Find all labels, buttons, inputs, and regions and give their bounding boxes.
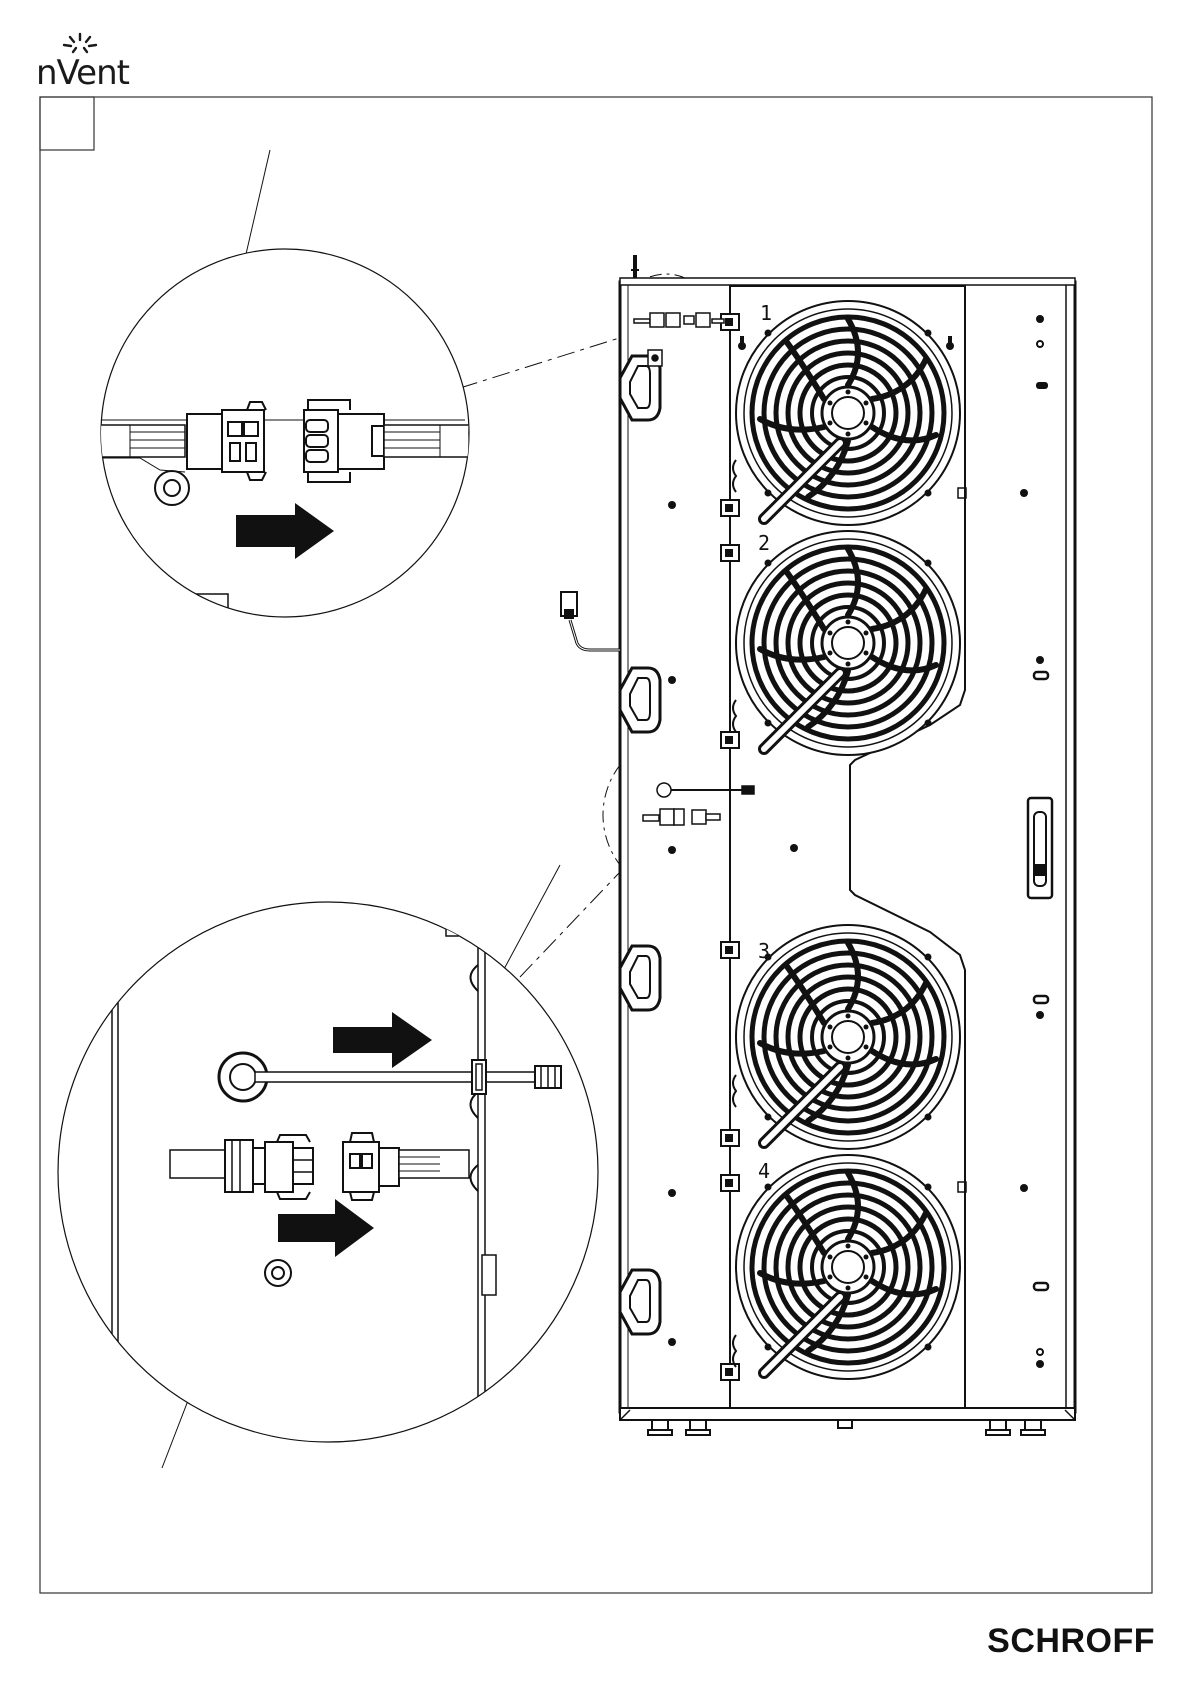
detail-view-bottom (58, 902, 598, 1442)
clip-icon (721, 500, 739, 516)
fan-number-1: 1 (760, 301, 772, 325)
fan-1-icon (736, 301, 960, 525)
connector-icon (187, 402, 266, 480)
handle-icon (620, 668, 660, 732)
clip-icon (721, 1175, 739, 1191)
corner-box (40, 97, 94, 150)
fan-cabinet: 1 2 3 4 (561, 255, 1075, 1435)
handle-icon (620, 1270, 660, 1334)
handle-icon (620, 946, 660, 1010)
network-cable-icon (561, 592, 620, 650)
detail-view-top (100, 249, 469, 640)
fan-2-icon (736, 531, 960, 755)
fan-number-2: 2 (758, 531, 770, 555)
cabinet-feet (648, 1420, 1045, 1435)
door-handle-icon (1028, 798, 1052, 898)
clip-icon (721, 732, 739, 748)
fan-number-4: 4 (758, 1159, 770, 1183)
clip-icon (721, 942, 739, 958)
clip-icon (721, 545, 739, 561)
clip-icon (721, 1130, 739, 1146)
brand-logo: SCHROFF (987, 1622, 1155, 1661)
fan-number-3: 3 (758, 939, 770, 963)
fan-4-icon (736, 1155, 960, 1379)
